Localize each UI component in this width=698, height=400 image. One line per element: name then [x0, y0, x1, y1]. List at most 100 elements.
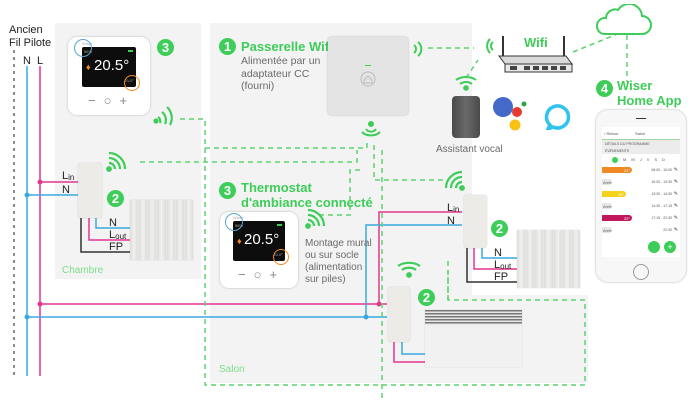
- wifi-signal-icon: [444, 170, 465, 191]
- badge-4: 4: [596, 80, 613, 97]
- flame-icon: ♦: [86, 62, 91, 72]
- lout-label: Lout: [494, 259, 512, 271]
- living-room-convector-module: [388, 287, 410, 342]
- add-button[interactable]: +: [664, 241, 676, 253]
- setpoint-readout: 21.0°: [124, 78, 134, 83]
- minus-button[interactable]: −: [238, 267, 254, 282]
- event-bar[interactable]: 22°: [602, 215, 632, 221]
- wireless-links: [140, 32, 628, 400]
- wifi-signal-icon: [397, 261, 421, 278]
- event-time: 10:00 - 13:30: [651, 180, 672, 184]
- badge-3-living-room: 3: [219, 182, 236, 199]
- home-button[interactable]: [633, 264, 649, 280]
- wifi-signal-icon: [153, 106, 173, 126]
- router-icon: [498, 36, 573, 73]
- event-time: 13:30 - 14:30: [651, 192, 672, 196]
- fp-label: FP: [494, 271, 509, 283]
- day-chip[interactable]: D: [662, 157, 665, 162]
- humidity-readout: 56%: [235, 223, 244, 228]
- n-out-label: N: [109, 217, 117, 229]
- old-pilot-wire-label: Ancien Fil Pilote: [9, 24, 51, 50]
- bedroom-heater-module: [78, 163, 102, 218]
- event-label: Arrêt: [603, 228, 612, 233]
- ok-button[interactable]: ○: [253, 267, 270, 282]
- edit-icon[interactable]: ✎: [673, 227, 678, 233]
- router-label: Wifi: [524, 35, 548, 50]
- event-label: Arrêt: [603, 204, 612, 209]
- edit-icon[interactable]: ✎: [673, 179, 678, 185]
- minus-button[interactable]: −: [88, 93, 104, 108]
- gateway-title: Passerelle Wifi: [241, 39, 333, 54]
- temperature-readout: 20.5°: [244, 231, 280, 248]
- living-room-radiator: [517, 230, 580, 288]
- event-bar[interactable]: Arrêt: [602, 179, 612, 185]
- day-chip[interactable]: J: [639, 157, 642, 162]
- thermostat-controls: −○+: [88, 93, 135, 108]
- wifi-signal-icon: [106, 151, 127, 172]
- badge-2-living-room-upper: 2: [491, 220, 508, 237]
- day-chip[interactable]: V: [646, 157, 650, 162]
- plus-button[interactable]: +: [269, 267, 286, 282]
- event-time: 17:15 - 22:30: [651, 216, 672, 220]
- edit-icon[interactable]: ✎: [673, 203, 678, 209]
- edit-icon[interactable]: ✎: [673, 215, 678, 221]
- badge-2-bedroom: 2: [107, 190, 124, 207]
- ok-button[interactable]: ○: [103, 93, 120, 108]
- neutral-label: N: [23, 55, 31, 67]
- event-bar[interactable]: Arrêt: [602, 203, 612, 209]
- living-room-thermostat: Wiser 56% ♦ 20.5° 21.0° −○+: [220, 212, 298, 288]
- cloud-icon: [595, 4, 652, 35]
- day-chip[interactable]: M: [631, 157, 635, 162]
- wifi-signal-icon: [413, 41, 423, 57]
- bedroom-radiator: [130, 200, 193, 260]
- voice-assistant-label: Assistant vocal: [436, 144, 503, 155]
- wifi-signal-icon: [486, 38, 494, 54]
- back-button[interactable]: ‹ Retour: [604, 131, 619, 136]
- event-time: 22:30: [663, 228, 672, 232]
- fp-label: FP: [109, 241, 124, 253]
- legend-line-1: Ancien: [9, 24, 43, 36]
- room-title: Salon: [635, 131, 646, 136]
- n-label: N: [447, 215, 455, 227]
- badge-3-bedroom: 3: [157, 39, 174, 56]
- copy-button[interactable]: [648, 241, 660, 253]
- smart-speaker-icon: [452, 96, 480, 138]
- setpoint-readout: 21.0°: [273, 252, 283, 257]
- event-bar[interactable]: 19°: [602, 191, 626, 197]
- lout-label: Lout: [109, 229, 127, 241]
- n-out-label: N: [494, 247, 502, 259]
- events-section: ÉVÉNEMENTS: [605, 149, 630, 153]
- n-label: N: [62, 184, 70, 196]
- day-chip[interactable]: [612, 157, 618, 163]
- legend-line-2: Fil Pilote: [9, 37, 52, 49]
- program-details-section[interactable]: DÉTAILS DU PROGRAMME: [605, 142, 650, 146]
- event-label: 21°: [623, 168, 630, 173]
- day-selector: M M J V S D: [612, 157, 665, 163]
- edit-icon[interactable]: ✎: [673, 167, 678, 173]
- plus-button[interactable]: +: [119, 93, 136, 108]
- google-assistant-icon: [493, 97, 527, 131]
- living-room-label: Salon: [219, 364, 245, 375]
- bedroom-label: Chambre: [62, 265, 104, 276]
- edit-icon[interactable]: ✎: [673, 191, 678, 197]
- alexa-icon: [544, 104, 571, 130]
- day-chip[interactable]: S: [654, 157, 658, 162]
- convector-heater: [425, 310, 522, 367]
- wifi-signal-icon: [361, 121, 381, 137]
- badge-2-living-room-lower: 2: [418, 289, 435, 306]
- event-bar[interactable]: 21°: [602, 167, 632, 173]
- wifi-signal-icon: [455, 76, 477, 91]
- bedroom-thermostat: Wiser 56% ♦ 20.5° 21.0° −○+: [68, 37, 150, 115]
- wifi-gateway-device: [328, 37, 408, 115]
- live-label: L: [37, 55, 44, 67]
- badge-1: 1: [219, 38, 236, 55]
- event-label: 19°: [617, 192, 624, 197]
- event-bar[interactable]: Arrêt: [602, 227, 612, 233]
- lin-label: Lin: [62, 170, 75, 182]
- day-chip[interactable]: M: [623, 157, 627, 162]
